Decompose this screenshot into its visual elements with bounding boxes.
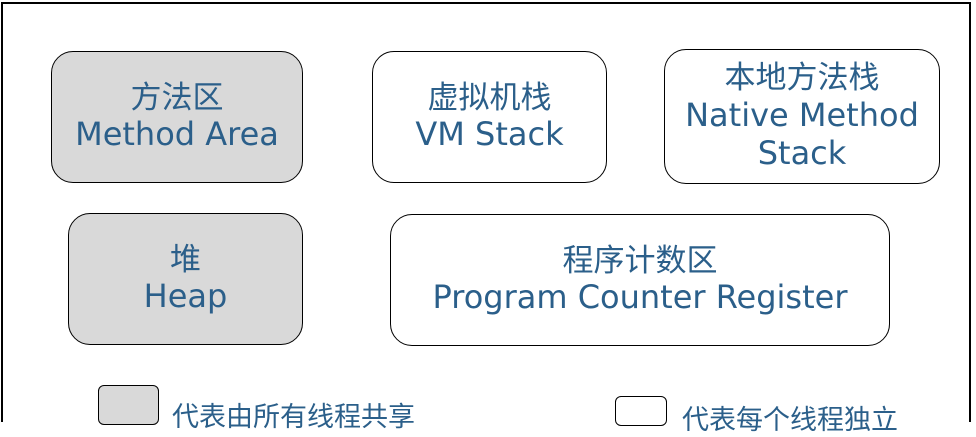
- native-method-stack-block: 本地方法栈 Native Method Stack: [664, 49, 940, 184]
- native-stack-cn-label: 本地方法栈: [724, 60, 880, 97]
- method-area-block: 方法区 Method Area: [51, 51, 303, 183]
- heap-en-label: Heap: [143, 277, 228, 316]
- vm-stack-block: 虚拟机栈 VM Stack: [372, 51, 607, 183]
- method-area-en-label: Method Area: [75, 115, 279, 154]
- method-area-cn-label: 方法区: [130, 79, 224, 116]
- diagram-frame: [1, 2, 971, 422]
- legend-private-swatch: [615, 396, 667, 426]
- native-stack-en-label-line1: Native Method: [685, 96, 919, 135]
- legend-shared-label: 代表由所有线程共享: [172, 402, 415, 433]
- legend-private-label: 代表每个线程独立: [682, 405, 898, 436]
- pc-register-cn-label: 程序计数区: [562, 242, 718, 279]
- legend-shared-swatch: [98, 385, 159, 425]
- vm-stack-cn-label: 虚拟机栈: [427, 79, 552, 116]
- vm-stack-en-label: VM Stack: [415, 115, 564, 154]
- program-counter-register-block: 程序计数区 Program Counter Register: [390, 214, 890, 346]
- pc-register-en-label: Program Counter Register: [432, 278, 848, 317]
- heap-cn-label: 堆: [170, 241, 201, 278]
- native-stack-en-label-line2: Stack: [757, 133, 847, 172]
- heap-block: 堆 Heap: [68, 213, 303, 345]
